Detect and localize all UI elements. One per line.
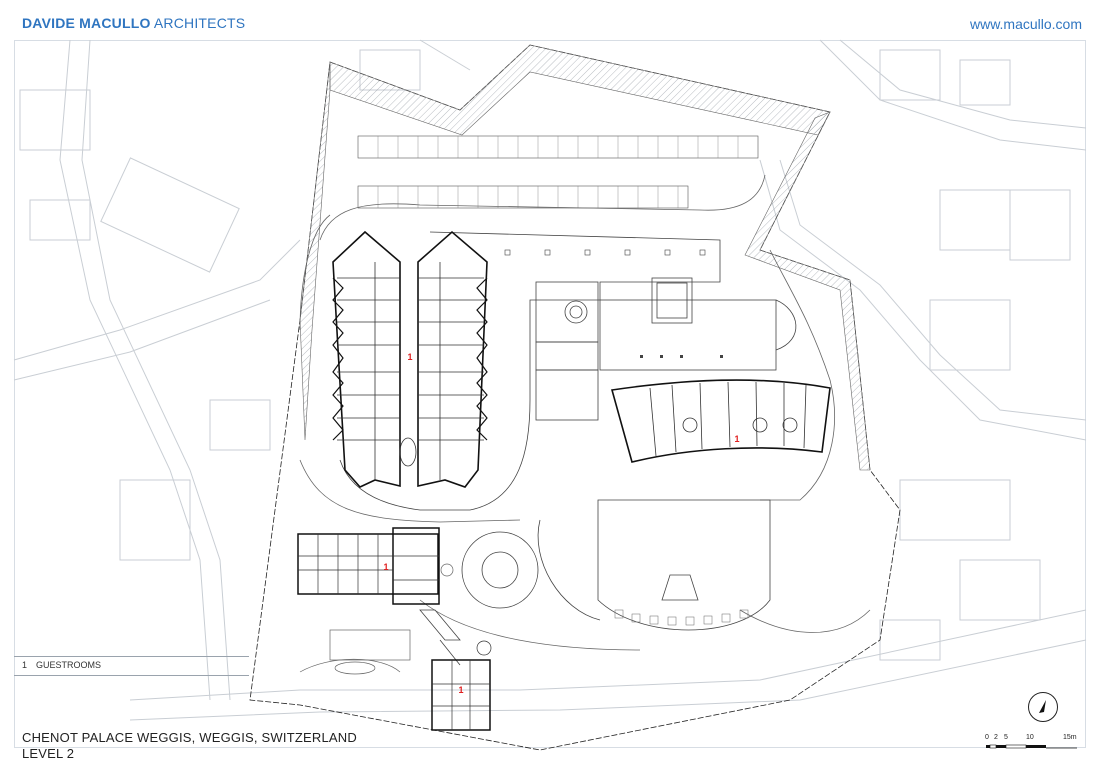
room-marker: 1 <box>407 352 412 362</box>
hatched-slope-east <box>744 111 871 471</box>
parking-stalls <box>377 136 739 208</box>
spa-block <box>535 277 797 421</box>
scale-tick-label: 0 <box>985 734 989 741</box>
context-linework <box>13 39 1087 721</box>
hatched-slope-west <box>299 61 331 441</box>
scale-bar: 0 2 5 10 15m <box>985 734 1080 756</box>
legend-label: GUESTROOMS <box>36 660 102 670</box>
south-parking-court <box>597 499 771 631</box>
villa-rooms <box>432 640 492 730</box>
scale-tick-label: 5 <box>1004 734 1008 741</box>
website-link[interactable]: www.macullo.com <box>969 16 1082 32</box>
room-marker: 1 <box>458 685 463 695</box>
curved-wing-rooms <box>649 381 807 457</box>
terrace-columns <box>504 249 706 256</box>
brand-suffix: ARCHITECTS <box>153 15 246 31</box>
drawing-title: CHENOT PALACE WEGGIS, WEGGIS, SWITZERLAN… <box>22 730 357 745</box>
palace-rooms <box>298 534 439 594</box>
spa-terrace-dots <box>640 355 723 358</box>
central-terrace <box>339 231 721 511</box>
brand-logo: DAVIDE MACULLO ARCHITECTS <box>22 15 245 31</box>
roundabout <box>461 519 601 621</box>
access-road <box>299 174 871 651</box>
scale-tick-label: 2 <box>994 734 998 741</box>
palace-building <box>297 527 440 605</box>
room-marker: 1 <box>383 562 388 572</box>
connector-bridge <box>419 609 461 666</box>
room-marker: 1 <box>734 434 739 444</box>
plan-legend: 1 GUESTROOMS <box>14 656 249 676</box>
scale-tick-label: 10 <box>1026 734 1034 741</box>
villa-building <box>431 659 491 731</box>
guestroom-wing-curved <box>610 379 831 463</box>
guestroom-wing-serrated-edges <box>332 277 488 441</box>
legend-number: 1 <box>22 660 28 670</box>
scale-tick-label: 15m <box>1063 734 1077 741</box>
drawing-level: LEVEL 2 <box>22 746 75 761</box>
garden-features <box>299 563 454 675</box>
brand-name: DAVIDE MACULLO <box>22 15 151 31</box>
north-arrow-icon <box>1028 692 1058 722</box>
south-parking-stalls <box>614 609 749 626</box>
hatched-slope-north <box>329 44 831 136</box>
guestroom-wing-rooms <box>337 262 484 480</box>
room-markers: 1 1 1 1 <box>383 352 739 695</box>
guestroom-wing-north <box>332 230 488 488</box>
drawing-frame <box>14 40 1086 748</box>
